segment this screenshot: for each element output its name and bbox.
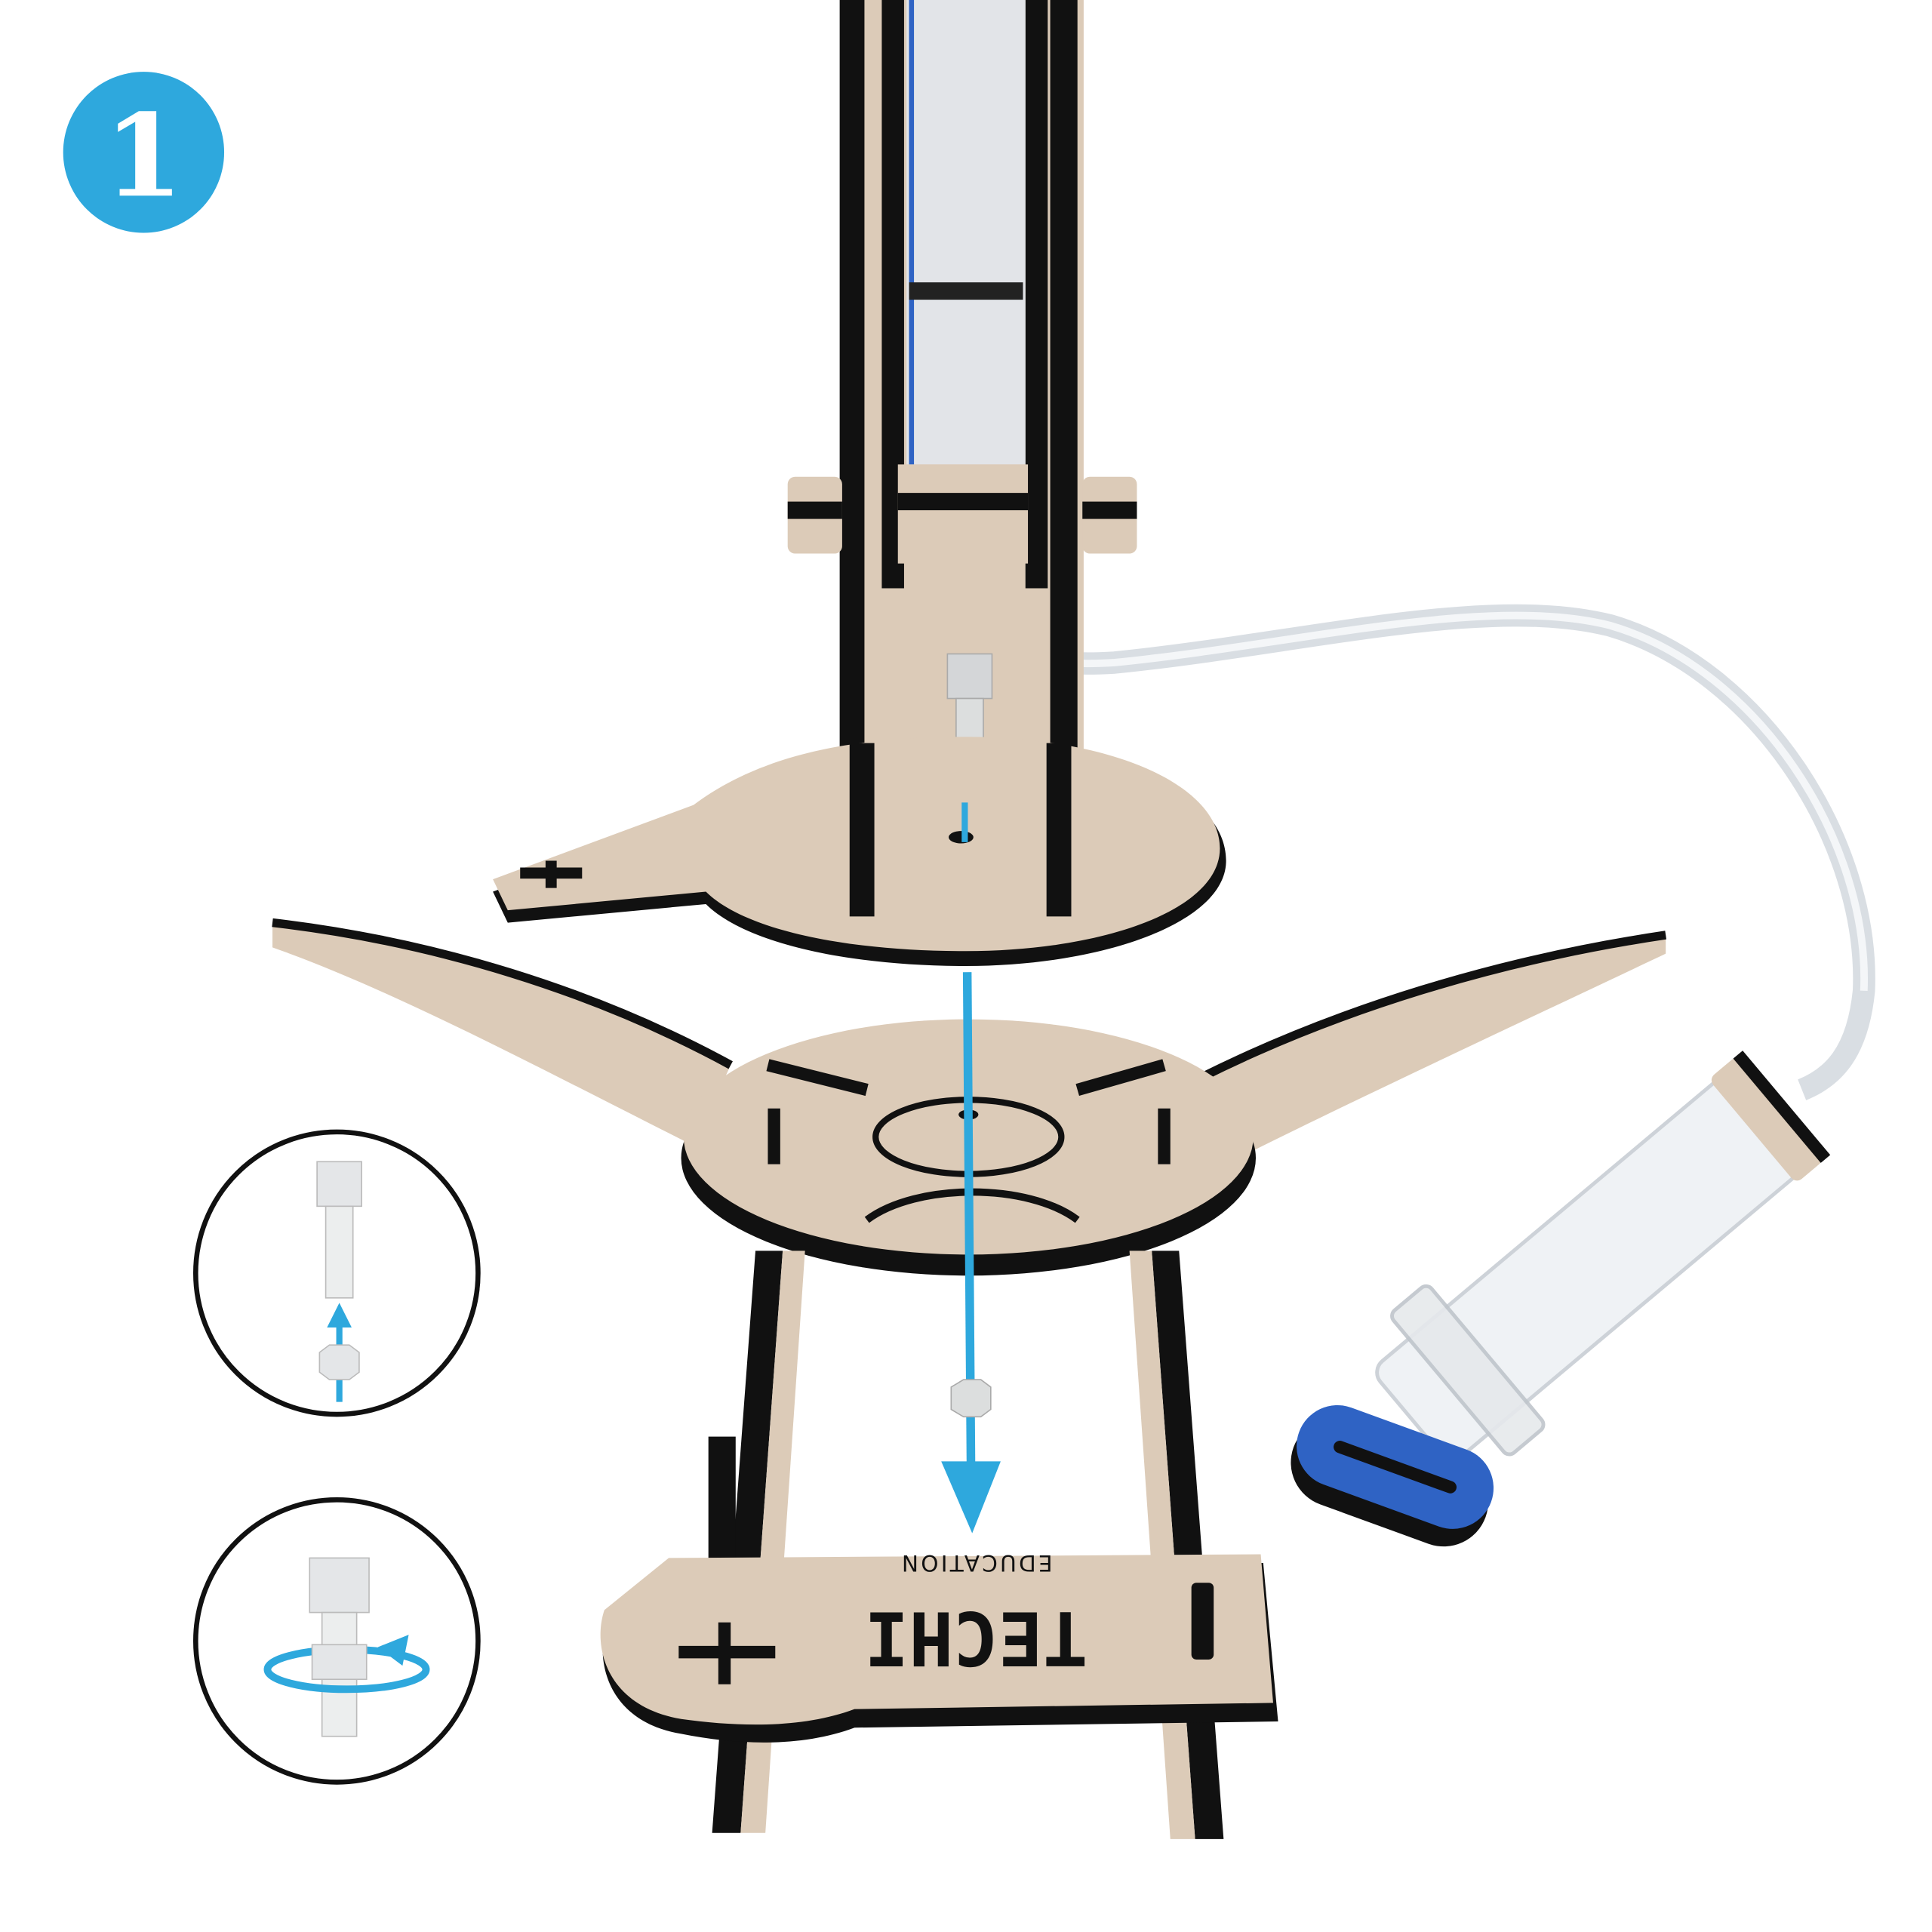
- nut-icon: [318, 1344, 360, 1380]
- inset-insert-nut: [193, 1129, 481, 1417]
- side-clamps: [787, 476, 1137, 554]
- svg-text:EDUCATION: EDUCATION: [900, 1550, 1053, 1576]
- assembly-arrow: [941, 802, 1001, 1534]
- svg-text:TECHI: TECHI: [864, 1595, 1088, 1681]
- logo: TECHI EDUCATION: [864, 1550, 1088, 1680]
- syringe: [1291, 1051, 1831, 1547]
- bottom-plate: TECHI EDUCATION: [600, 1550, 1278, 1743]
- foam-pad: [1291, 1404, 1494, 1547]
- inset-tighten-nut: [193, 1497, 481, 1785]
- syringe-column: [906, 0, 1026, 465]
- step-number: 1: [104, 88, 183, 223]
- upper-base-disk: [493, 737, 1226, 966]
- step-badge: 1: [63, 72, 225, 233]
- nut: [950, 1379, 992, 1418]
